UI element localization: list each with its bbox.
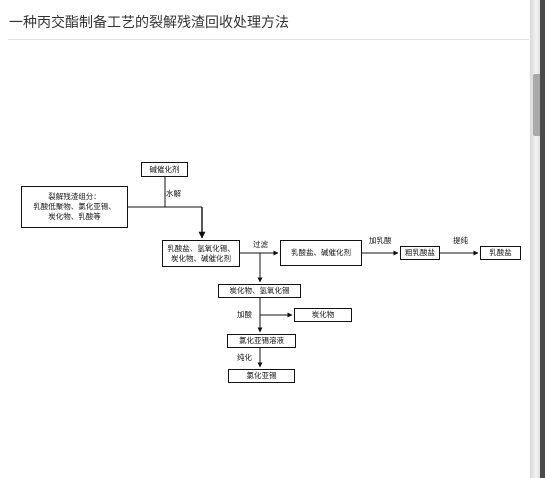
- node-alkali-catalyst: 碱催化剂: [141, 162, 188, 177]
- node-lactate-label: 乳酸盐: [489, 248, 512, 257]
- edge-label-filtration: 过滤: [253, 240, 268, 249]
- node-stannous-chloride: 氯化亚锡: [228, 369, 295, 383]
- scrollbar-thumb[interactable]: [533, 74, 542, 136]
- node-hydrolysate-line-1: 乳酸盐、氢氧化锡、: [167, 243, 235, 253]
- node-stannous-solution-label: 氯化亚锡溶液: [239, 336, 284, 345]
- edge-label-hydrolysis: 水解: [166, 189, 181, 198]
- node-stannous-solution: 氯化亚锡溶液: [227, 334, 296, 348]
- node-stannous-chloride-label: 氯化亚锡: [246, 371, 277, 380]
- node-filter-cake-label: 炭化物、氢氧化锡: [229, 286, 290, 295]
- edge-label-purify: 提纯: [453, 236, 468, 245]
- node-residue-line-1: 裂解残渣组分：: [48, 192, 101, 201]
- node-filter-cake: 炭化物、氢氧化锡: [218, 284, 301, 298]
- node-filtrate: 乳酸盐、碱催化剂: [280, 240, 362, 266]
- edge-label-add-lactic-acid: 加乳酸: [369, 236, 392, 245]
- page-title: 一种丙交酯制备工艺的裂解残渣回收处理方法: [9, 15, 289, 31]
- node-crude-lactate-label: 粗乳酸盐: [405, 248, 435, 257]
- node-alkali-catalyst-label: 碱催化剂: [149, 164, 180, 174]
- node-hydrolysate-line-2: 炭化物、碱催化剂: [171, 253, 231, 263]
- node-cracking-residue: 裂解残渣组分： 乳酸低聚物、氯化亚锡、 炭化物、乳酸等: [21, 186, 128, 228]
- node-carbonized-label: 炭化物: [311, 310, 335, 319]
- edge-label-add-acid: 加酸: [237, 310, 252, 319]
- node-residue-line-3: 炭化物、乳酸等: [48, 212, 101, 221]
- node-residue-line-2: 乳酸低聚物、氯化亚锡、: [33, 202, 116, 211]
- window-edge: [540, 0, 545, 478]
- node-filtrate-label: 乳酸盐、碱催化剂: [291, 248, 351, 257]
- node-carbonized: 炭化物: [294, 308, 352, 322]
- node-hydrolysate: 乳酸盐、氢氧化锡、 炭化物、碱催化剂: [162, 240, 240, 267]
- title-divider: [8, 39, 529, 40]
- node-crude-lactate: 粗乳酸盐: [400, 246, 440, 260]
- node-lactate: 乳酸盐: [480, 246, 521, 260]
- edge-label-purification: 纯化: [237, 353, 252, 362]
